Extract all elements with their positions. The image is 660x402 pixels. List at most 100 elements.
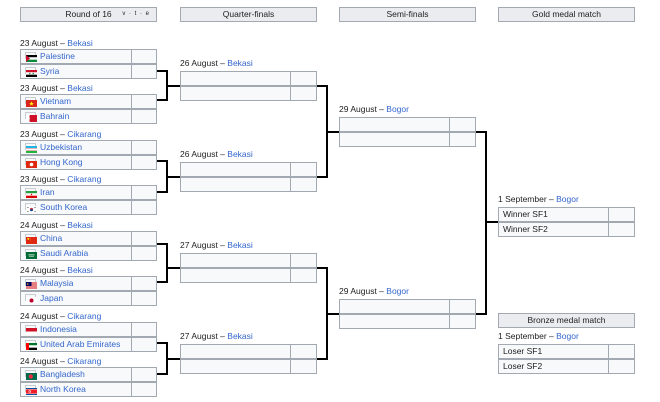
r16-venue-link[interactable]: Bekasi xyxy=(67,265,93,275)
sf1-date: 29 August – Bogor xyxy=(339,104,409,114)
r16-venue-link[interactable]: Cikarang xyxy=(67,311,102,321)
semi-finals-title: Semi-finals xyxy=(386,9,429,19)
r16-match-6-team-1: Malaysia xyxy=(20,276,157,291)
r16-date-text: 23 August – xyxy=(20,129,65,139)
uzbekistan-flag-icon xyxy=(25,143,37,154)
palestine-flag-icon xyxy=(25,52,37,63)
team-link[interactable]: South Korea xyxy=(40,202,88,212)
bronze-medal-title: Bronze medal match xyxy=(527,315,606,325)
team-link[interactable]: Syria xyxy=(40,66,60,76)
connector-r16-1 xyxy=(157,70,168,101)
indonesia-flag-icon xyxy=(25,325,37,336)
team-link[interactable]: Japan xyxy=(40,293,64,303)
r16-match-5-date: 24 August – Bekasi xyxy=(20,219,93,231)
team-link[interactable]: Saudi Arabia xyxy=(40,248,89,258)
qf2-venue-link[interactable]: Bekasi xyxy=(227,149,253,159)
team-link[interactable]: Iran xyxy=(40,187,55,197)
hong-kong-flag-icon xyxy=(25,158,37,169)
qf4-slot-a xyxy=(180,344,317,359)
r16-date-text: 24 August – xyxy=(20,356,65,366)
qf4-slot-b xyxy=(180,359,317,374)
r16-match-4-team-2: South Korea xyxy=(20,200,157,215)
team-link[interactable]: North Korea xyxy=(40,384,86,394)
qf2-slot-a xyxy=(180,162,317,177)
qf4-date: 27 August – Bekasi xyxy=(180,331,253,341)
team-link[interactable]: Bahrain xyxy=(40,111,70,121)
team-link[interactable]: Vietnam xyxy=(40,96,72,106)
team-link[interactable]: Malaysia xyxy=(40,278,74,288)
gold-team-b: Winner SF2 xyxy=(503,224,548,234)
qf4-venue-link[interactable]: Bekasi xyxy=(227,331,253,341)
china-flag-icon xyxy=(25,234,37,245)
r16-match-5-team-1: China xyxy=(20,231,157,246)
qf1-venue-link[interactable]: Bekasi xyxy=(227,58,253,68)
r16-match-2-date: 23 August – Bekasi xyxy=(20,82,93,94)
saudi-arabia-flag-icon xyxy=(25,249,37,260)
r16-date-text: 23 August – xyxy=(20,174,65,184)
quarter-finals-title: Quarter-finals xyxy=(222,9,275,19)
round-of-16-header: Round of 16 v · t · e xyxy=(20,7,157,22)
sf1-slot-b xyxy=(339,132,476,147)
r16-match-3-team-2: Hong Kong xyxy=(20,155,157,170)
team-link[interactable]: Hong Kong xyxy=(40,157,83,167)
r16-match-4-date: 23 August – Cikarang xyxy=(20,173,101,185)
r16-match-3-date: 23 August – Cikarang xyxy=(20,128,101,140)
connector-qf-bottom xyxy=(317,267,328,360)
r16-match-8-team-1: Bangladesh xyxy=(20,367,157,382)
r16-venue-link[interactable]: Bekasi xyxy=(67,220,93,230)
r16-date-text: 24 August – xyxy=(20,311,65,321)
japan-flag-icon xyxy=(25,294,37,305)
bronze-venue-link[interactable]: Bogor xyxy=(556,331,579,341)
bronze-medal-header: Bronze medal match xyxy=(498,313,635,328)
r16-venue-link[interactable]: Cikarang xyxy=(67,356,102,366)
r16-venue-link[interactable]: Bekasi xyxy=(67,38,93,48)
uae-flag-icon xyxy=(25,340,37,351)
bronze-team-b: Loser SF2 xyxy=(503,361,543,371)
sf1-venue-link[interactable]: Bogor xyxy=(386,104,409,114)
bahrain-flag-icon xyxy=(25,112,37,123)
sf2-venue-link[interactable]: Bogor xyxy=(386,286,409,296)
r16-match-6-team-2: Japan xyxy=(20,291,157,306)
sf2-slot-b xyxy=(339,314,476,329)
r16-match-7-team-2: United Arab Emirates xyxy=(20,337,157,352)
syria-flag-icon xyxy=(25,67,37,78)
connector-sf xyxy=(476,131,487,315)
r16-match-2-team-1: Vietnam xyxy=(20,94,157,109)
qf3-venue-link[interactable]: Bekasi xyxy=(227,240,253,250)
iran-flag-icon xyxy=(25,188,37,199)
r16-venue-link[interactable]: Cikarang xyxy=(67,129,102,139)
bangladesh-flag-icon xyxy=(25,370,37,381)
sf2-slot-a xyxy=(339,299,476,314)
qf1-slot-a xyxy=(180,71,317,86)
team-link[interactable]: China xyxy=(40,233,63,243)
quarter-finals-header: Quarter-finals xyxy=(180,7,317,22)
qf2-slot-b xyxy=(180,177,317,192)
south-korea-flag-icon xyxy=(25,203,37,214)
team-link[interactable]: Uzbekistan xyxy=(40,142,83,152)
semi-finals-header: Semi-finals xyxy=(339,7,476,22)
qf2-date: 26 August – Bekasi xyxy=(180,149,253,159)
r16-match-1-team-1: Palestine xyxy=(20,49,157,64)
r16-match-1-date: 23 August – Bekasi xyxy=(20,37,93,49)
team-link[interactable]: Palestine xyxy=(40,51,75,61)
r16-venue-link[interactable]: Bekasi xyxy=(67,83,93,93)
r16-match-5-team-2: Saudi Arabia xyxy=(20,246,157,261)
round-of-16-title: Round of 16 xyxy=(65,9,112,19)
r16-date-text: 24 August – xyxy=(20,220,65,230)
vte-links[interactable]: v · t · e xyxy=(122,11,150,17)
qf3-slot-b xyxy=(180,268,317,283)
gold-venue-link[interactable]: Bogor xyxy=(556,194,579,204)
r16-match-8-date: 24 August – Cikarang xyxy=(20,355,101,367)
gold-slot-b: Winner SF2 xyxy=(498,222,635,237)
qf3-slot-a xyxy=(180,253,317,268)
team-link[interactable]: United Arab Emirates xyxy=(40,339,121,349)
team-link[interactable]: Bangladesh xyxy=(40,369,85,379)
r16-venue-link[interactable]: Cikarang xyxy=(67,174,102,184)
connector-r16-4 xyxy=(157,342,168,375)
vietnam-flag-icon xyxy=(25,97,37,108)
team-link[interactable]: Indonesia xyxy=(40,324,77,334)
gold-date: 1 September – Bogor xyxy=(498,194,579,204)
bronze-date: 1 September – Bogor xyxy=(498,331,579,341)
gold-medal-header: Gold medal match xyxy=(498,7,635,22)
